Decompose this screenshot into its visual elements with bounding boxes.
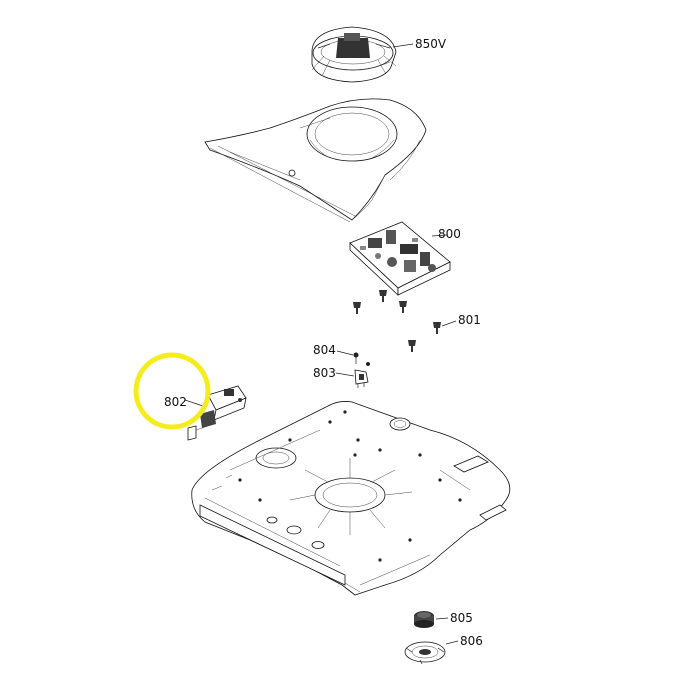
- part-800-control-board[interactable]: [349, 221, 451, 296]
- part-803-thermostat[interactable]: [354, 369, 369, 388]
- part-801-mounting-pins[interactable]: [353, 290, 441, 352]
- highlight-circle: [133, 352, 211, 430]
- part-805-knob[interactable]: [414, 611, 434, 628]
- label-801: 801: [458, 313, 481, 327]
- part-806-knob-base[interactable]: [404, 641, 446, 665]
- part-804-screw[interactable]: [353, 352, 371, 367]
- label-806: 806: [460, 634, 483, 648]
- base-plate: [191, 401, 511, 596]
- label-803: 803: [313, 366, 336, 380]
- part-850v-fan-motor[interactable]: [311, 26, 397, 83]
- label-800: 800: [438, 227, 461, 241]
- part-802-switch-bracket[interactable]: [187, 385, 247, 441]
- label-850v: 850V: [415, 37, 447, 51]
- label-805: 805: [450, 611, 473, 625]
- fan-housing-cover[interactable]: [204, 98, 427, 223]
- label-802: 802: [164, 395, 187, 409]
- label-804: 804: [313, 343, 336, 357]
